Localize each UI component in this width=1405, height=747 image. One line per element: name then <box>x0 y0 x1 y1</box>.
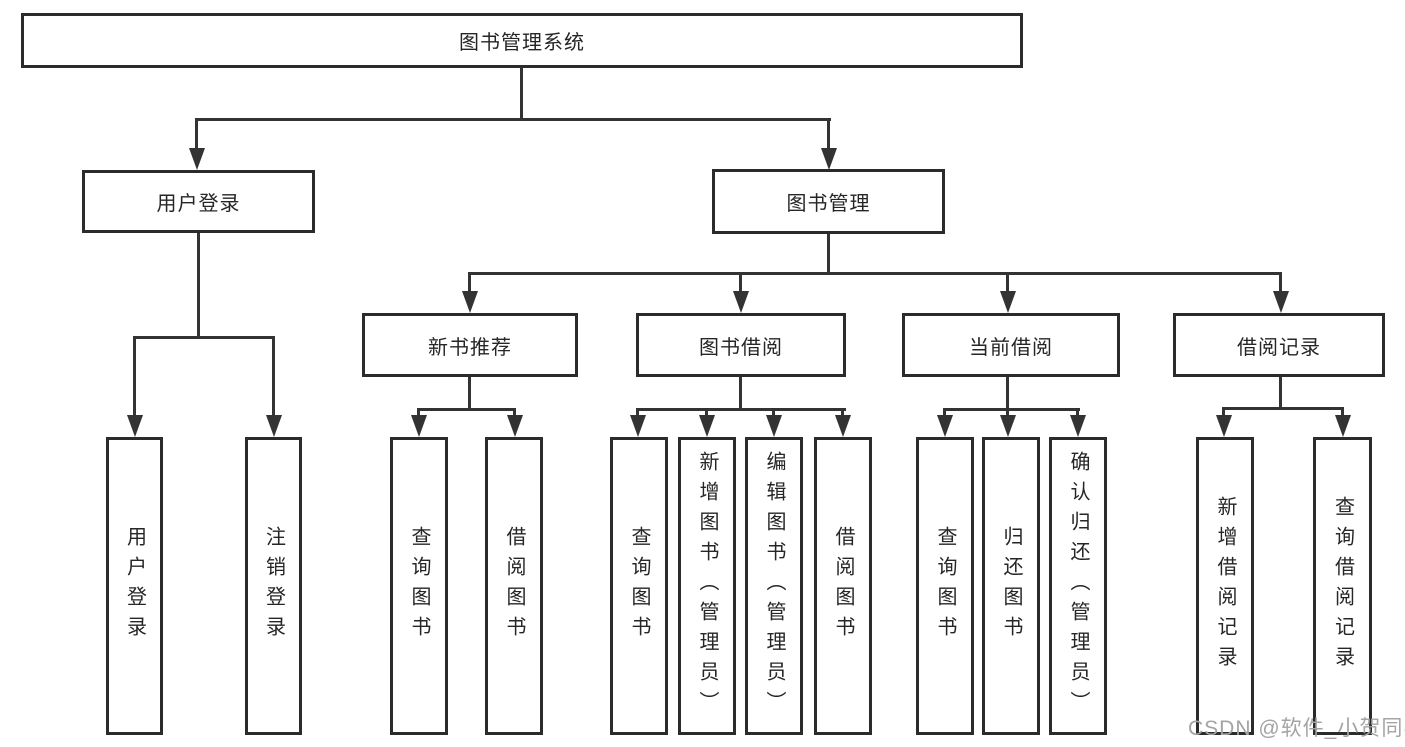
node-label: 注销登录 <box>262 526 285 646</box>
node-leaf-borrow-book: 借阅图书 <box>814 437 872 735</box>
node-label: 图书管理系统 <box>459 32 585 54</box>
edge-arrow-to-leaf-return-book <box>999 408 1016 437</box>
node-leaf-query-borrow-record: 查询借阅记录 <box>1313 437 1372 735</box>
edge-borrow-record-trunk <box>1279 377 1282 409</box>
node-current-borrow: 当前借阅 <box>902 313 1120 377</box>
node-leaf-query-book-current: 查询图书 <box>916 437 974 735</box>
node-label: 确认归还（管理员） <box>1067 451 1089 721</box>
node-leaf-query-book-recommend: 查询图书 <box>390 437 448 735</box>
node-label: 新增图书（管理员） <box>696 451 718 721</box>
edge-borrow-record-crossbar <box>1222 407 1344 410</box>
node-label: 借阅记录 <box>1237 336 1321 359</box>
edge-new-book-trunk <box>468 377 471 410</box>
edge-arrow-to-leaf-borrow-book-2 <box>834 408 851 437</box>
edge-arrow-to-leaf-query-record <box>1334 407 1351 437</box>
node-label: 用户登录 <box>123 526 146 646</box>
node-leaf-user-login: 用户登录 <box>106 437 163 735</box>
edge-arrow-to-leaf-logout <box>265 336 282 437</box>
edge-root-crossbar <box>195 118 831 121</box>
edge-arrow-to-leaf-borrow-book-1 <box>506 408 523 437</box>
node-label: 查询借阅记录 <box>1331 496 1354 676</box>
edge-root-trunk <box>520 68 523 120</box>
node-label: 查询图书 <box>628 526 650 646</box>
edge-user-login-trunk <box>197 233 200 338</box>
edge-arrow-to-leaf-query-book-3 <box>936 408 953 437</box>
node-label: 图书管理 <box>786 193 871 215</box>
edge-arrow-to-new-book <box>461 272 478 313</box>
edge-book-borrow-trunk <box>739 377 742 410</box>
edge-arrow-to-leaf-query-book-2 <box>629 408 646 437</box>
node-label: 新书推荐 <box>428 336 512 359</box>
node-leaf-query-book-borrow: 查询图书 <box>610 437 668 735</box>
node-leaf-confirm-return-admin: 确认归还（管理员） <box>1049 437 1107 735</box>
node-label: 新增借阅记录 <box>1214 496 1236 676</box>
edge-current-borrow-crossbar <box>943 408 1080 411</box>
node-leaf-add-book-admin: 新增图书（管理员） <box>678 437 736 735</box>
node-library-management-system: 图书管理系统 <box>21 13 1023 68</box>
node-book-borrow: 图书借阅 <box>636 313 846 377</box>
node-label: 编辑图书（管理员） <box>763 451 785 721</box>
node-leaf-logout: 注销登录 <box>245 437 302 735</box>
node-book-management: 图书管理 <box>712 169 945 234</box>
node-label: 图书借阅 <box>699 336 783 359</box>
node-label: 用户登录 <box>156 193 241 215</box>
edge-arrow-to-user-login <box>188 118 205 170</box>
edge-arrow-to-current-borrow <box>999 272 1016 313</box>
node-new-book-recommend: 新书推荐 <box>362 313 578 377</box>
edge-book-management-crossbar <box>468 272 1282 275</box>
node-leaf-edit-book-admin: 编辑图书（管理员） <box>745 437 803 735</box>
edge-arrow-to-book-borrow <box>732 272 749 313</box>
csdn-watermark: CSDN @软件_小贺同学 <box>1188 717 1405 740</box>
node-leaf-return-book: 归还图书 <box>982 437 1040 735</box>
node-label: 借阅图书 <box>503 526 525 646</box>
node-leaf-add-borrow-record: 新增借阅记录 <box>1196 437 1254 735</box>
edge-arrow-to-leaf-user-login <box>126 336 143 437</box>
edge-arrow-to-leaf-query-book-1 <box>410 408 427 437</box>
edge-user-login-crossbar <box>133 336 275 339</box>
edge-arrow-to-leaf-add-record <box>1215 407 1232 437</box>
edge-arrow-to-book-management <box>820 118 837 170</box>
edge-current-borrow-trunk <box>1006 377 1009 410</box>
node-user-login: 用户登录 <box>82 170 315 233</box>
node-label: 当前借阅 <box>969 336 1053 359</box>
node-label: 查询图书 <box>934 526 956 646</box>
node-label: 查询图书 <box>408 526 430 646</box>
node-label: 归还图书 <box>1000 526 1022 646</box>
edge-arrow-to-leaf-add-book <box>698 408 715 437</box>
node-borrow-record: 借阅记录 <box>1173 313 1385 377</box>
edge-arrow-to-borrow-record <box>1272 272 1289 313</box>
edge-book-management-trunk <box>827 234 830 274</box>
node-label: 借阅图书 <box>832 526 854 646</box>
edge-arrow-to-leaf-confirm-return <box>1069 408 1086 437</box>
node-leaf-borrow-book-recommend: 借阅图书 <box>485 437 543 735</box>
edge-book-borrow-crossbar <box>636 408 846 411</box>
edge-new-book-crossbar <box>417 408 516 411</box>
edge-arrow-to-leaf-edit-book <box>765 408 782 437</box>
